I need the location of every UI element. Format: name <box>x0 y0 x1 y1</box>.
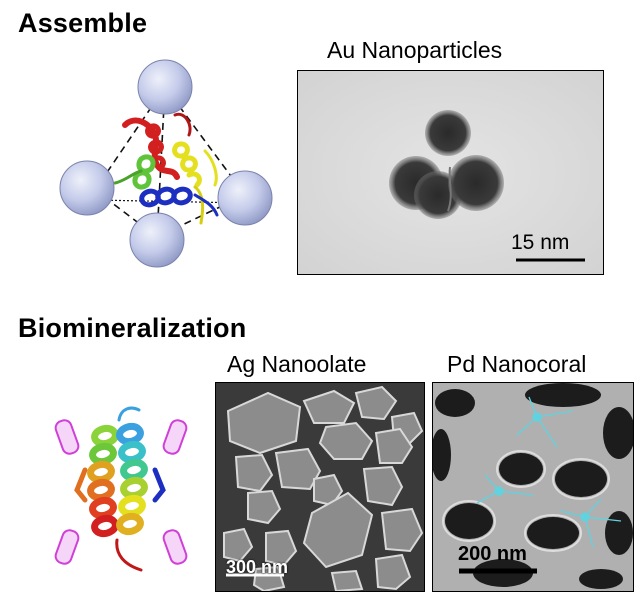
helix-bundle <box>74 406 166 572</box>
nanoparticle-sphere-bottom <box>129 212 185 268</box>
ag-nanoolate-title: Ag Nanoolate <box>227 351 367 377</box>
assemble-heading: Assemble <box>18 8 148 38</box>
pd-sem-image-panel: 200 nm <box>432 382 634 592</box>
cyan-branch-markers <box>476 396 622 548</box>
pd-scale-label: 200 nm <box>458 543 527 565</box>
tetrahedral-assembly-diagram <box>59 59 273 268</box>
magenta-cylinders <box>54 419 188 565</box>
protein-coiled-coil <box>113 112 219 225</box>
ag-sem-image-panel: 300 nm <box>215 382 425 592</box>
nanoparticle-sphere-left <box>59 160 115 216</box>
pd-nanocoral-title: Pd Nanocoral <box>447 351 587 377</box>
nanoparticle-sphere-top <box>137 59 193 115</box>
au-scale-label: 15 nm <box>511 231 570 254</box>
au-tem-micrograph <box>298 71 603 274</box>
pd-sem-micrograph <box>433 383 633 591</box>
au-tem-image-panel: 15 nm <box>297 70 604 275</box>
protein-helix-bundle-diagram <box>54 406 188 572</box>
ag-scale-label: 300 nm <box>226 557 289 577</box>
biomineralization-heading: Biomineralization <box>18 313 247 343</box>
nanoparticle-sphere-right <box>217 170 273 226</box>
ag-sem-micrograph <box>216 383 424 591</box>
au-nanoparticles-title: Au Nanoparticles <box>327 37 503 63</box>
